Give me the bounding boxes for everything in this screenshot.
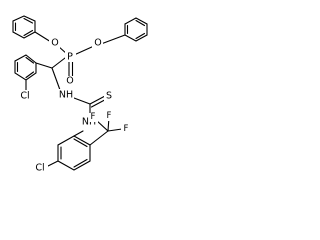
bond-c-f2 [107,128,123,132]
atom-sulfur: S [106,91,112,102]
structure-drawing: O O P O Cl NH S NH Cl F F F [12,15,148,174]
atom-f2: F [124,124,129,134]
phenyl-ring-right [124,17,148,42]
atom-oxo: O [66,76,73,87]
chlorophenyl-ring [14,54,37,81]
phenyl-ring-left [12,15,36,39]
bond-ring-o-left [34,31,52,43]
bond-ch-aryl [35,62,53,69]
bond-p-ch [51,57,66,69]
trifluoromethyl-chlorophenyl-ring [57,135,91,171]
bond-nh-c [73,97,91,105]
bond-o-ring-right [100,34,126,45]
bond-p-o-right [73,45,95,56]
bond-ring-cf3 [89,130,109,146]
bond-ch-nh [51,67,61,91]
atom-cl-top: Cl [20,91,29,102]
bond-nh-ring [73,130,84,137]
atom-phosphorus: P [67,52,73,63]
atom-nh-top: NH [59,90,73,101]
atom-o-right: O [94,38,101,49]
atom-f3: F [91,112,96,122]
atom-o-left: O [51,38,58,49]
atom-f1: F [107,111,112,121]
bond-c-s-1 [89,95,106,105]
atom-cl-bottom: Cl [35,163,44,174]
